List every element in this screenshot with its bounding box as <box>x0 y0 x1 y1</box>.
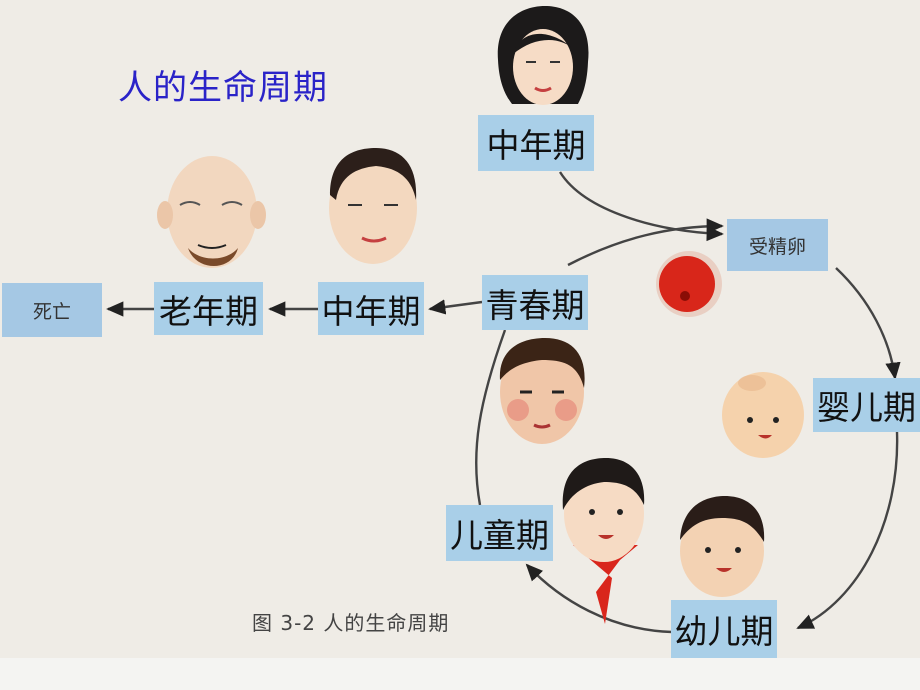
adolescent-face <box>499 338 585 444</box>
toddler-face <box>680 496 765 597</box>
stage-fertilized-egg: 受精卵 <box>727 219 828 271</box>
fertilized-egg-cell <box>656 251 722 317</box>
child-face <box>562 458 645 624</box>
stage-death: 死亡 <box>2 283 102 337</box>
arrow-adolescence-to-egg <box>567 218 724 267</box>
old-man-face <box>157 156 266 268</box>
stage-infant: 婴儿期 <box>813 378 920 432</box>
middle-age-man-face <box>329 148 417 264</box>
arrow-infant-to-toddler <box>796 431 899 630</box>
arrow-adolescence-to-middle <box>428 299 483 315</box>
stage-middle-age-row: 中年期 <box>318 282 424 335</box>
stage-toddler: 幼儿期 <box>671 600 777 658</box>
diagram-title: 人的生命周期 <box>118 68 328 108</box>
bottom-band <box>0 658 920 690</box>
stage-old-age: 老年期 <box>154 282 263 335</box>
arrow-child-to-adolescence <box>475 329 507 506</box>
infant-face <box>722 372 804 458</box>
arrow-toddler-to-child <box>525 563 673 634</box>
stage-childhood: 儿童期 <box>446 505 553 561</box>
stage-middle-age-top: 中年期 <box>478 115 594 171</box>
figure-caption: 图 3-2 人的生命周期 <box>252 611 450 635</box>
middle-age-woman-face <box>497 6 589 105</box>
arrow-egg-to-infant <box>835 267 901 380</box>
stage-adolescence: 青春期 <box>482 275 588 330</box>
arrow-middle-to-egg <box>558 171 724 242</box>
